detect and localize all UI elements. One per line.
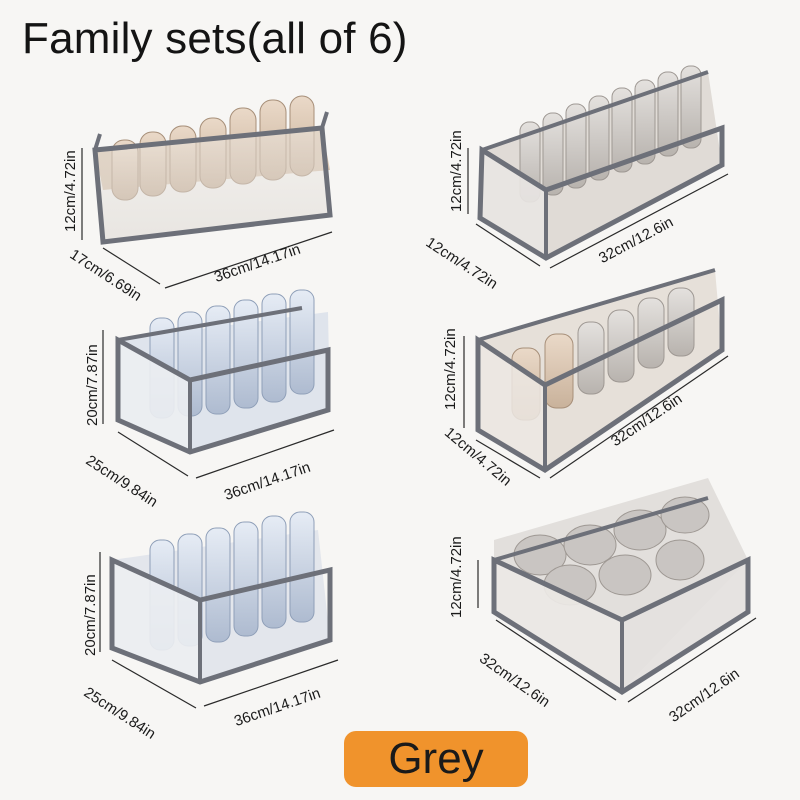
organizer-1-box — [92, 95, 333, 245]
organizer-3-box — [109, 511, 333, 685]
color-badge: Grey — [344, 731, 528, 787]
organizer-2-box — [115, 289, 331, 455]
organizer-6-box — [491, 478, 751, 695]
organizer-6-height-label: 12cm/4.72in — [448, 536, 465, 618]
organizer-5-height-label: 12cm/4.72in — [442, 328, 459, 410]
dimension-lines — [81, 148, 757, 709]
organizer-1-height-label: 12cm/4.72in — [62, 150, 79, 232]
organizer-2-height-label: 20cm/7.87in — [84, 344, 101, 426]
organizer-5-box — [475, 268, 725, 473]
organizer-4-height-label: 12cm/4.72in — [448, 130, 465, 212]
organizer-3-height-label: 20cm/7.87in — [82, 574, 99, 656]
page-title: Family sets(all of 6) — [22, 14, 408, 63]
organizer-4-box — [477, 65, 725, 261]
